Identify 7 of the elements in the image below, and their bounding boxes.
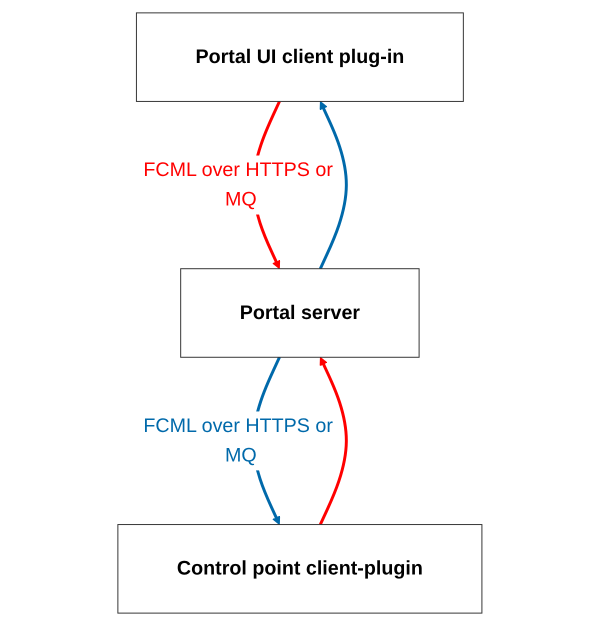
edge-label: FCML over HTTPS or MQ <box>143 415 333 466</box>
node-box: Portal UI client plug-in <box>136 12 464 102</box>
arrow <box>319 101 348 270</box>
edge-label: FCML over HTTPS or MQ <box>143 159 333 211</box>
node-box: Control point client-plugin <box>118 524 482 614</box>
arrow <box>319 356 348 526</box>
node-box: Portal server <box>180 268 420 358</box>
